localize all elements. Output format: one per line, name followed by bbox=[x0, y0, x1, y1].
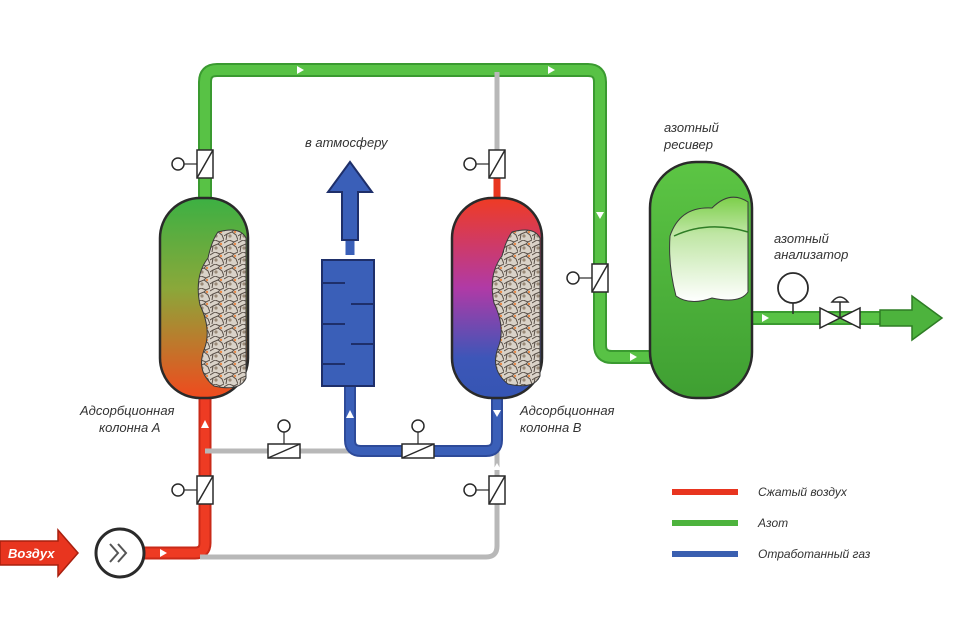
air-inlet-arrow: Воздух bbox=[0, 527, 79, 579]
compressor-icon bbox=[94, 527, 146, 579]
column-b-label-1: Адсорбционная bbox=[519, 403, 615, 418]
analyzer-label-2: анализатор bbox=[774, 247, 848, 262]
adsorption-column-b bbox=[450, 196, 544, 400]
check-valve-icon bbox=[401, 419, 435, 459]
column-b-label-2: колонна В bbox=[520, 420, 582, 435]
inlet-label: Воздух bbox=[8, 546, 55, 561]
atmosphere-label: в атмосферу bbox=[305, 135, 389, 150]
legend-label: Азот bbox=[757, 516, 788, 530]
flow-arrow-icon bbox=[160, 66, 769, 557]
air-inlet-pipe bbox=[140, 395, 212, 560]
check-valve-icon bbox=[267, 419, 301, 459]
column-a-label-1: Адсорбционная bbox=[79, 403, 175, 418]
analyzer-label-1: азотный bbox=[774, 231, 829, 246]
nitrogen-top-pipe bbox=[198, 63, 655, 364]
legend-swatch-nitrogen bbox=[672, 520, 738, 526]
legend-label: Отработанный газ bbox=[758, 547, 871, 561]
legend-swatch-air bbox=[672, 489, 738, 495]
legend-item: Азот bbox=[672, 516, 788, 530]
gray-pipe-bottom bbox=[200, 395, 500, 560]
outlet-arrow-icon bbox=[879, 294, 944, 342]
receiver-label-1: азотный bbox=[664, 120, 719, 135]
column-a-label-2: колонна А bbox=[99, 420, 160, 435]
check-valve-icon bbox=[171, 475, 214, 505]
silencer bbox=[321, 259, 375, 387]
control-valve-icon bbox=[819, 296, 861, 330]
legend-item: Сжатый воздух bbox=[672, 485, 848, 499]
check-valve-icon bbox=[463, 149, 506, 179]
legend-item: Отработанный газ bbox=[672, 547, 871, 561]
nitrogen-receiver bbox=[648, 160, 754, 400]
check-valve-icon bbox=[566, 263, 609, 293]
exhaust-arrow-icon bbox=[326, 160, 374, 241]
legend: Сжатый воздух Азот Отработанный газ bbox=[672, 485, 871, 561]
receiver-label-2: ресивер bbox=[663, 137, 713, 152]
legend-swatch-exhaust bbox=[672, 551, 738, 557]
check-valve-icon bbox=[463, 475, 506, 505]
analyzer-gauge-icon bbox=[777, 272, 809, 314]
adsorption-column-a bbox=[158, 196, 250, 400]
legend-label: Сжатый воздух bbox=[758, 485, 848, 499]
check-valve-icon bbox=[171, 149, 214, 179]
